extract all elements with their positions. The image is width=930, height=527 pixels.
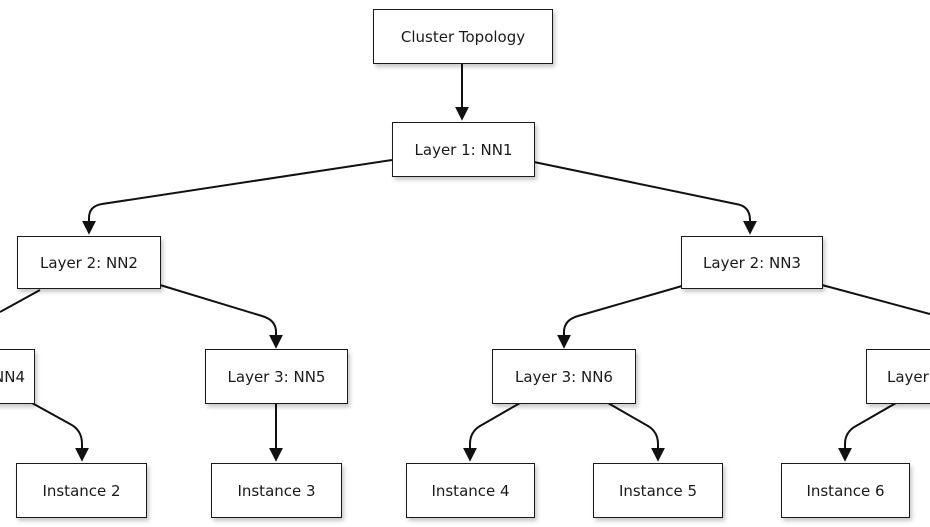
edge-nn1-nn2: [82, 159, 393, 235]
edge-nn7-inst6: [838, 402, 897, 462]
node-layer2-nn2[interactable]: Layer 2: NN2: [17, 236, 161, 289]
node-instance-5[interactable]: Instance 5: [593, 463, 723, 518]
edge-nn3-nn6: [557, 285, 683, 349]
edge-nn6-inst5: [607, 402, 665, 462]
node-instance-3[interactable]: Instance 3: [211, 463, 342, 518]
node-layer3-nn7-label: Layer 3: NN7: [887, 367, 930, 386]
edge-nn2-nn4: [0, 289, 41, 313]
node-layer3-nn7[interactable]: Layer 3: NN7: [866, 349, 930, 404]
node-instance-6[interactable]: Instance 6: [781, 463, 910, 518]
node-instance-4[interactable]: Instance 4: [406, 463, 535, 518]
edge-nn4-inst2: [31, 402, 89, 462]
node-layer3-nn4[interactable]: Layer 3: NN4: [0, 349, 35, 404]
node-cluster-topology[interactable]: Cluster Topology: [373, 9, 553, 64]
node-layer1-nn1[interactable]: Layer 1: NN1: [392, 122, 535, 177]
edge-nn1-nn3: [533, 161, 757, 235]
node-instance-2[interactable]: Instance 2: [16, 463, 147, 518]
node-layer3-nn4-label: Layer 3: NN4: [0, 367, 25, 386]
node-layer3-nn6[interactable]: Layer 3: NN6: [492, 349, 636, 404]
edge-nn2-nn5: [159, 284, 283, 349]
node-layer3-nn5[interactable]: Layer 3: NN5: [205, 349, 348, 404]
node-layer2-nn3[interactable]: Layer 2: NN3: [681, 236, 823, 289]
edge-nn6-inst4: [463, 402, 521, 462]
edge-nn3-nn7: [821, 284, 930, 315]
